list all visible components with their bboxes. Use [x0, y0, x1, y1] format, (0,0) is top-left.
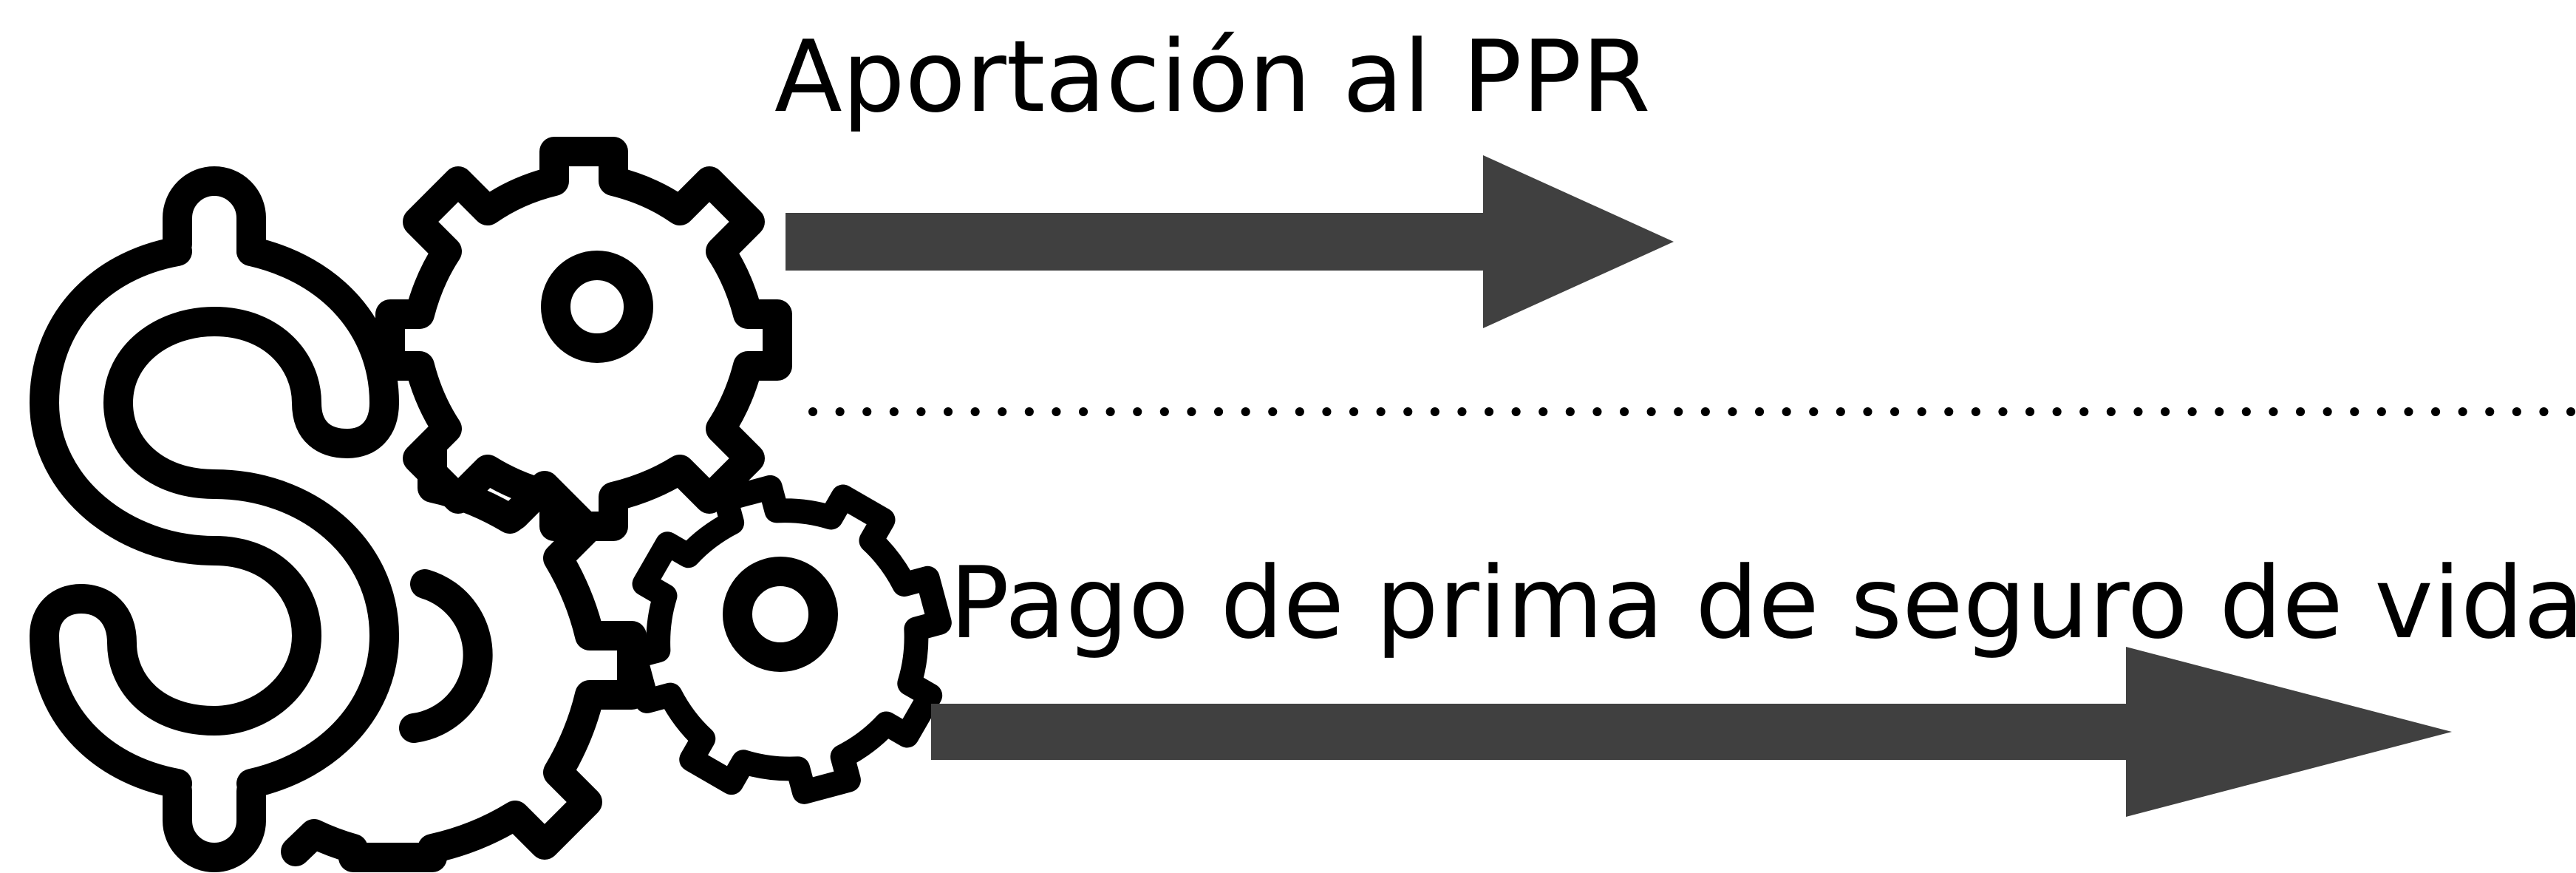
- gear-lower-icon: [622, 475, 952, 804]
- gear-large-icon: [281, 432, 647, 872]
- bottom-label: Pago de prima de seguro de vida: [950, 546, 2576, 661]
- top-arrow: [786, 155, 1674, 328]
- bottom-arrow: [931, 647, 2452, 817]
- gear-upper-icon: [375, 137, 792, 541]
- dollar-sign-icon: [30, 166, 399, 872]
- dollar-sign-gears-icon: [30, 137, 952, 872]
- gear-lower-hub-icon: [723, 557, 838, 672]
- top-label: Aportación al PPR: [774, 19, 1651, 135]
